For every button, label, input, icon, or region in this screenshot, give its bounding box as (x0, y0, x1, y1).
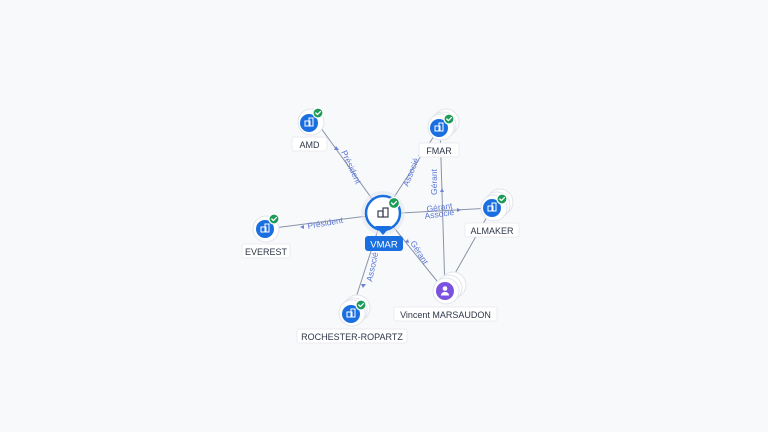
arrow-vincent-fmar (440, 188, 444, 192)
node-label-vincent: Vincent MARSAUDON (400, 310, 491, 320)
building-icon (260, 223, 270, 233)
edge-label-vincent: Gérant (408, 239, 431, 267)
node-label-box (291, 136, 328, 152)
verified-check-icon (496, 193, 508, 205)
edge-label-vincent-almaker: Gérant (426, 200, 454, 214)
person-icon-bg (436, 282, 454, 300)
node-label-amd: AMD (300, 140, 321, 150)
edge-label-everest: Président (307, 215, 345, 231)
node-label-box (464, 222, 520, 238)
node-label-fmar: FMAR (426, 146, 452, 156)
node-amd[interactable]: AMD (291, 107, 328, 152)
arrow-almaker (457, 208, 461, 212)
center-label-box (365, 236, 403, 251)
verified-check-icon (268, 213, 280, 225)
node-label-box (418, 142, 460, 158)
building-icon (377, 207, 389, 218)
building-icon (434, 122, 444, 132)
node-rochester[interactable]: ROCHESTER-ROPARTZ (296, 294, 408, 344)
verified-check-icon (355, 299, 367, 311)
node-label-almaker: ALMAKER (470, 226, 514, 236)
verified-check-icon (312, 107, 324, 119)
node-label-vmar: VMAR (370, 240, 398, 251)
node-vincent[interactable]: Vincent MARSAUDON (393, 271, 498, 322)
verified-check-icon (387, 196, 401, 210)
node-label-box (393, 306, 498, 322)
center-pin-tip (375, 226, 391, 235)
building-icon (304, 117, 314, 127)
building-icon (346, 308, 356, 318)
arrow-rochester (361, 284, 366, 288)
arrow-vincent (405, 239, 409, 243)
node-everest[interactable]: EVEREST (241, 213, 291, 259)
edge-label-vincent-fmar: Gérant (429, 168, 439, 195)
node-label-rochester: ROCHESTER-ROPARTZ (301, 332, 403, 342)
node-label-box (241, 243, 291, 259)
node-vmar-center[interactable]: VMAR (361, 191, 405, 251)
arrow-amd (334, 146, 339, 150)
edge-label-almaker: Associé (424, 207, 455, 221)
building-icon (487, 202, 497, 212)
node-fmar[interactable]: FMAR (418, 108, 460, 158)
arrow-everest (300, 225, 304, 229)
node-label-everest: EVEREST (245, 247, 288, 257)
verified-check-icon (443, 113, 455, 125)
edge-label-fmar: Associé (401, 156, 422, 188)
node-almaker[interactable]: ALMAKER (464, 188, 520, 238)
edge-label-amd: Président (339, 149, 364, 186)
node-label-box (296, 328, 408, 344)
edge-label-rochester: Associé (364, 251, 380, 282)
person-icon (440, 286, 450, 296)
